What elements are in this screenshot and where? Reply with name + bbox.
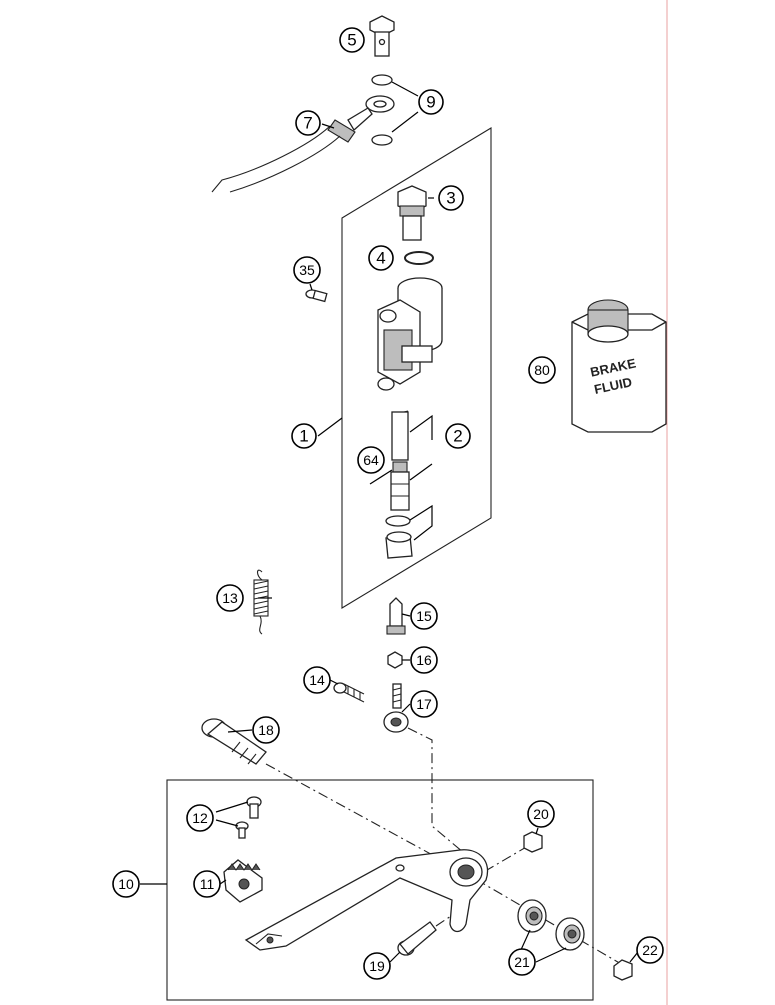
callout-35: 35 bbox=[293, 256, 321, 284]
clevis-eye bbox=[383, 683, 409, 733]
master-cylinder-body bbox=[377, 277, 443, 391]
callout-12: 12 bbox=[186, 804, 214, 832]
callout-21: 21 bbox=[508, 948, 536, 976]
pedal-stop-bolt bbox=[397, 921, 437, 956]
pivot-nut bbox=[523, 831, 543, 853]
callout-5: 5 bbox=[339, 27, 365, 53]
push-rod bbox=[386, 597, 406, 635]
callout-13: 13 bbox=[216, 584, 244, 612]
callout-11: 11 bbox=[193, 870, 221, 898]
brake-fluid-bottle: BRAKE FLUID bbox=[571, 299, 667, 433]
pedal-nut bbox=[613, 959, 633, 981]
svg-text:3: 3 bbox=[446, 189, 455, 208]
svg-text:21: 21 bbox=[514, 954, 530, 970]
svg-text:22: 22 bbox=[642, 942, 658, 958]
svg-text:17: 17 bbox=[416, 696, 432, 712]
callout-1: 1 bbox=[291, 423, 317, 449]
master-cylinder-group-frame bbox=[341, 127, 492, 609]
pivot-bolt bbox=[201, 718, 267, 765]
callout-2: 2 bbox=[445, 423, 471, 449]
svg-text:4: 4 bbox=[376, 249, 385, 268]
master-cylinder-internals bbox=[369, 410, 433, 559]
leader-lines bbox=[140, 81, 639, 963]
svg-text:2: 2 bbox=[453, 427, 462, 446]
svg-text:7: 7 bbox=[303, 114, 312, 133]
svg-text:80: 80 bbox=[534, 362, 550, 378]
return-spring bbox=[253, 569, 269, 635]
svg-text:19: 19 bbox=[369, 958, 385, 974]
callout-16: 16 bbox=[410, 646, 438, 674]
svg-text:18: 18 bbox=[258, 722, 274, 738]
reservoir-fitting bbox=[397, 185, 427, 241]
sealing-washer-lower bbox=[371, 134, 393, 146]
brake-pedal bbox=[244, 849, 489, 951]
svg-text:5: 5 bbox=[347, 31, 356, 50]
svg-text:10: 10 bbox=[118, 876, 134, 892]
callout-3: 3 bbox=[438, 185, 464, 211]
callout-19: 19 bbox=[363, 952, 391, 980]
callout-17: 17 bbox=[410, 690, 438, 718]
svg-text:11: 11 bbox=[200, 876, 215, 892]
sealing-washer-upper bbox=[371, 74, 393, 86]
callout-4: 4 bbox=[368, 245, 394, 271]
callout-15: 15 bbox=[410, 602, 438, 630]
callout-7: 7 bbox=[295, 110, 321, 136]
brake-hose bbox=[211, 95, 395, 193]
svg-text:13: 13 bbox=[222, 590, 238, 606]
svg-text:1: 1 bbox=[299, 427, 308, 446]
svg-text:12: 12 bbox=[192, 810, 208, 826]
callout-14: 14 bbox=[303, 666, 331, 694]
callout-9: 9 bbox=[418, 89, 444, 115]
callout-18: 18 bbox=[252, 716, 280, 744]
svg-text:15: 15 bbox=[416, 608, 432, 624]
svg-text:35: 35 bbox=[299, 262, 315, 278]
screw-small bbox=[305, 289, 328, 303]
banjo-bolt bbox=[369, 15, 395, 57]
axis-line-clevis bbox=[407, 727, 471, 859]
o-ring bbox=[404, 251, 434, 265]
svg-text:9: 9 bbox=[426, 93, 435, 112]
clevis-bolt bbox=[333, 682, 365, 703]
callout-80: 80 bbox=[528, 356, 556, 384]
callout-22: 22 bbox=[636, 936, 664, 964]
callout-10: 10 bbox=[112, 870, 140, 898]
pedal-tip bbox=[223, 859, 263, 903]
lock-nut bbox=[387, 651, 403, 669]
svg-text:16: 16 bbox=[416, 652, 432, 668]
pedal-bolts bbox=[235, 796, 262, 839]
svg-text:64: 64 bbox=[363, 452, 379, 468]
svg-text:20: 20 bbox=[533, 806, 549, 822]
pedal-assembly-frame bbox=[166, 779, 594, 1001]
callout-20: 20 bbox=[527, 800, 555, 828]
callout-64: 64 bbox=[357, 446, 385, 474]
bearings bbox=[517, 899, 585, 951]
svg-text:14: 14 bbox=[309, 672, 325, 688]
